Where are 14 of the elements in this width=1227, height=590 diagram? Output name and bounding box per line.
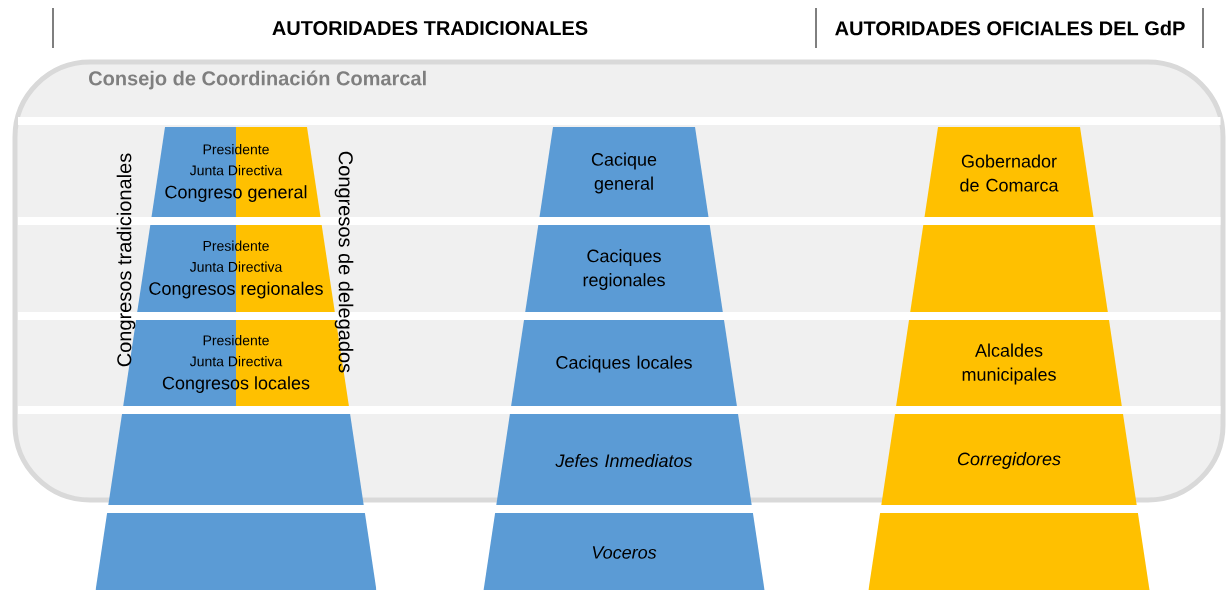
trapezoid-block: Cacique general bbox=[539, 127, 709, 217]
column-heading: AUTORIDADES OFICIALES DEL GdP bbox=[835, 20, 1185, 36]
trapezoid-block: Jefes Inmediatos bbox=[496, 414, 752, 505]
trapezoid-block: Alcaldes municipales bbox=[896, 320, 1122, 406]
trapezoid-block bbox=[868, 513, 1150, 590]
trapezoid-block bbox=[108, 414, 364, 505]
trapezoid-block: Caciques regionales bbox=[525, 225, 723, 312]
trapezoid-block: Caciques locales bbox=[511, 320, 737, 406]
column-heading: AUTORIDADES TRADICIONALES bbox=[272, 20, 588, 36]
trapezoid-block bbox=[95, 513, 377, 590]
trapezoid-block: Corregidores bbox=[881, 414, 1137, 505]
trapezoid-block: Gobernador de Comarca bbox=[924, 127, 1094, 217]
trapezoid-block: Voceros bbox=[483, 513, 765, 590]
trapezoid-block bbox=[910, 225, 1108, 312]
